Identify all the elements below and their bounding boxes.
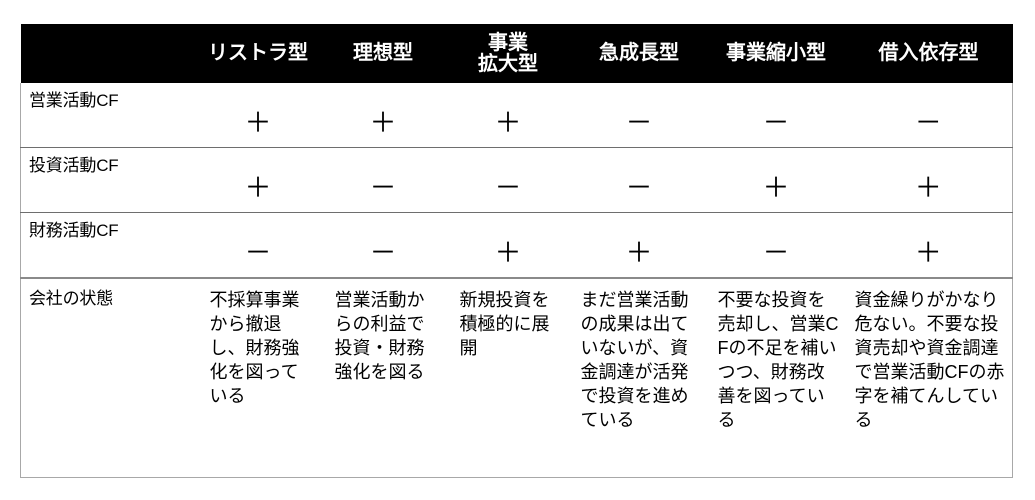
column-header-label: 理想型 bbox=[353, 42, 413, 65]
description-text: 営業活動からの利益で投資・財務強化を図る bbox=[334, 290, 425, 382]
table-row-company-state: 会社の状態 不採算事業から撤退し、財務強化を図っている 営業活動からの利益で投資… bbox=[20, 277, 1013, 478]
sign-value: － bbox=[762, 108, 790, 138]
cell-state-expansion: 新規投資を積極的に展開 bbox=[445, 277, 571, 478]
cashflow-pattern-table: リストラ型 理想型 事業 拡大型 急成長型 事業縮小型 借入依存型 bbox=[20, 24, 1013, 478]
column-header-label-line2: 拡大型 bbox=[478, 52, 538, 75]
cell-state-downsizing: 不要な投資を売却し、営業CFの不足を補いつつ、財務改善を図っている bbox=[707, 277, 845, 478]
sign-value: － bbox=[369, 238, 397, 268]
sign-value: ＋ bbox=[914, 173, 942, 203]
cell-investing-restructuring: ＋ bbox=[195, 147, 321, 213]
description-text: 不採算事業から撤退し、財務強化を図っている bbox=[209, 290, 300, 406]
column-header-label: 急成長型 bbox=[599, 42, 679, 65]
cell-investing-debt-dependent: ＋ bbox=[844, 147, 1013, 213]
cell-financing-restructuring: － bbox=[195, 212, 321, 279]
description-text: 新規投資を積極的に展開 bbox=[459, 290, 550, 358]
cell-financing-expansion: ＋ bbox=[445, 212, 571, 279]
cell-operating-expansion: ＋ bbox=[445, 83, 571, 148]
column-header-downsizing: 事業縮小型 bbox=[707, 24, 845, 83]
cell-state-restructuring: 不採算事業から撤退し、財務強化を図っている bbox=[195, 277, 321, 478]
cell-operating-restructuring: ＋ bbox=[195, 83, 321, 148]
sign-value: ＋ bbox=[494, 108, 522, 138]
description-text: 不要な投資を売却し、営業CFの不足を補いつつ、財務改善を図っている bbox=[717, 290, 839, 430]
header-row: リストラ型 理想型 事業 拡大型 急成長型 事業縮小型 借入依存型 bbox=[20, 24, 1013, 83]
cell-financing-rapid-growth: ＋ bbox=[570, 212, 708, 279]
row-label-cell: 会社の状態 bbox=[20, 277, 196, 478]
column-header-restructuring: リストラ型 bbox=[195, 24, 321, 83]
cell-state-ideal: 営業活動からの利益で投資・財務強化を図る bbox=[320, 277, 446, 478]
cell-financing-downsizing: － bbox=[707, 212, 845, 279]
cell-operating-rapid-growth: － bbox=[570, 83, 708, 148]
column-header-ideal: 理想型 bbox=[320, 24, 446, 83]
sign-value: ＋ bbox=[494, 238, 522, 268]
column-header-label: 事業縮小型 bbox=[726, 42, 826, 65]
sign-value: － bbox=[762, 238, 790, 268]
cell-investing-downsizing: ＋ bbox=[707, 147, 845, 213]
sign-value: － bbox=[914, 108, 942, 138]
cell-investing-expansion: － bbox=[445, 147, 571, 213]
sign-value: － bbox=[369, 173, 397, 203]
cell-operating-debt-dependent: － bbox=[844, 83, 1013, 148]
cell-state-rapid-growth: まだ営業活動の成果は出ていないが、資金調達が活発で投資を進めている bbox=[570, 277, 708, 478]
sign-value: ＋ bbox=[244, 108, 272, 138]
sign-value: ＋ bbox=[244, 173, 272, 203]
sign-value: ＋ bbox=[914, 238, 942, 268]
sign-value: － bbox=[244, 238, 272, 268]
table-body: 営業活動CF ＋ ＋ ＋ － － － bbox=[20, 83, 1013, 478]
row-label: 投資活動CF bbox=[29, 156, 119, 175]
cell-investing-ideal: － bbox=[320, 147, 446, 213]
row-label-cell: 営業活動CF bbox=[20, 83, 196, 148]
cell-operating-ideal: ＋ bbox=[320, 83, 446, 148]
column-header-debt-dependent: 借入依存型 bbox=[844, 24, 1013, 83]
column-header-label: 借入依存型 bbox=[878, 42, 979, 65]
row-label: 財務活動CF bbox=[29, 221, 119, 240]
cell-financing-debt-dependent: ＋ bbox=[844, 212, 1013, 279]
table-row-investing-cf: 投資活動CF ＋ － － － ＋ ＋ bbox=[20, 147, 1013, 213]
sign-value: － bbox=[625, 108, 653, 138]
row-label-cell: 財務活動CF bbox=[20, 212, 196, 279]
table-row-financing-cf: 財務活動CF － － ＋ ＋ － ＋ bbox=[20, 212, 1013, 279]
row-label-cell: 投資活動CF bbox=[20, 147, 196, 213]
cell-state-debt-dependent: 資金繰りがかなり危ない。不要な投資売却や資金調達で営業活動CFの赤字を補てんして… bbox=[844, 277, 1013, 478]
column-header-expansion: 事業 拡大型 bbox=[445, 24, 571, 83]
column-header-rapid-growth: 急成長型 bbox=[570, 24, 708, 83]
header-corner-cell bbox=[20, 24, 196, 83]
row-label: 会社の状態 bbox=[29, 289, 113, 308]
column-header-label-line1: 事業 bbox=[488, 31, 528, 54]
column-header-label: リストラ型 bbox=[208, 42, 308, 65]
sign-value: ＋ bbox=[762, 173, 790, 203]
description-text: まだ営業活動の成果は出ていないが、資金調達が活発で投資を進めている bbox=[580, 290, 689, 430]
cell-operating-downsizing: － bbox=[707, 83, 845, 148]
sign-value: ＋ bbox=[369, 108, 397, 138]
row-label: 営業活動CF bbox=[29, 91, 119, 110]
table-row-operating-cf: 営業活動CF ＋ ＋ ＋ － － － bbox=[20, 83, 1013, 148]
sign-value: ＋ bbox=[625, 238, 653, 268]
sign-value: － bbox=[625, 173, 653, 203]
cell-financing-ideal: － bbox=[320, 212, 446, 279]
description-text: 資金繰りがかなり危ない。不要な投資売却や資金調達で営業活動CFの赤字を補てんして… bbox=[854, 290, 1005, 430]
cell-investing-rapid-growth: － bbox=[570, 147, 708, 213]
sign-value: － bbox=[494, 173, 522, 203]
table-header: リストラ型 理想型 事業 拡大型 急成長型 事業縮小型 借入依存型 bbox=[20, 24, 1013, 83]
